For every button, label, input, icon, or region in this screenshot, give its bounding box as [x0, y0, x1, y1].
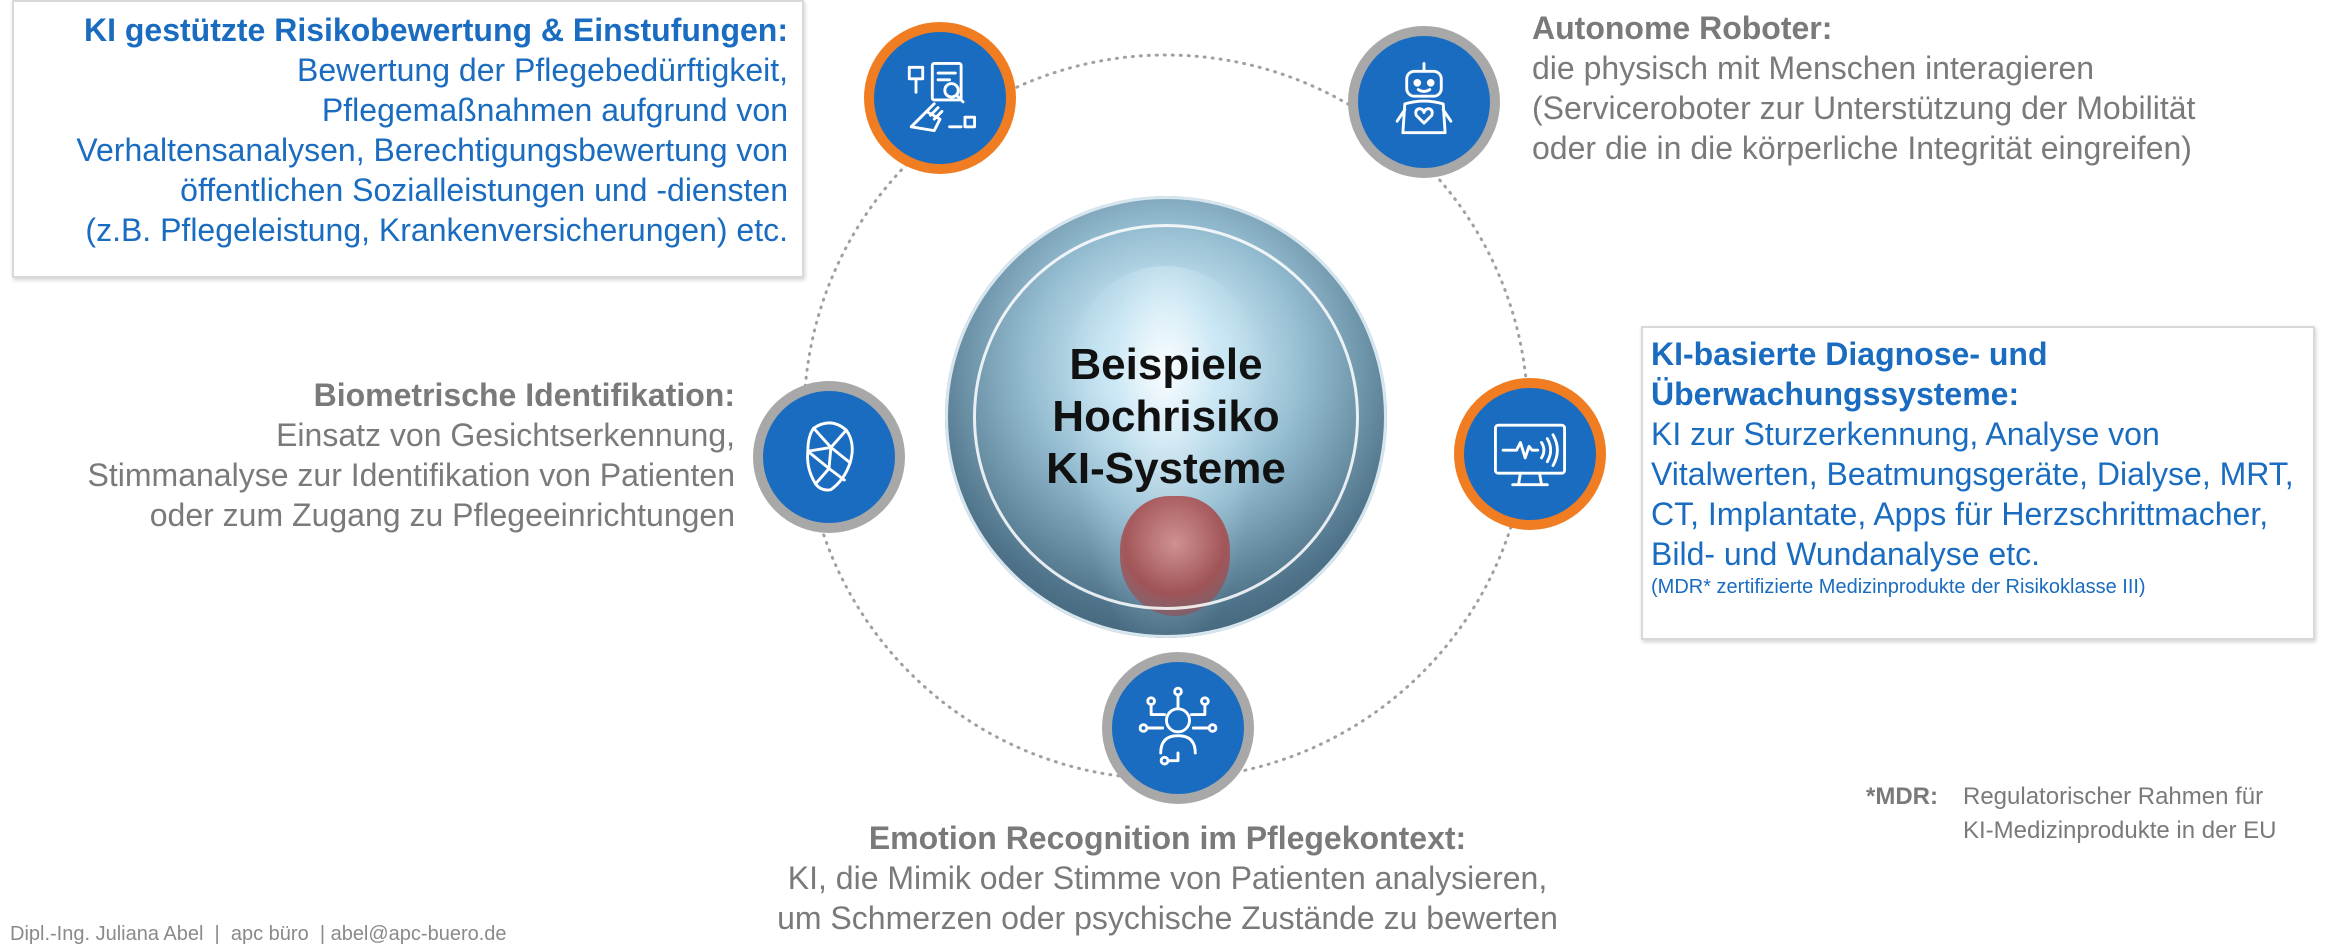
- inner-ring: [973, 224, 1359, 610]
- diagnosis-title: Überwachungssysteme:: [1651, 376, 2020, 412]
- center-title: Beispiele Hochrisiko KI-Systeme: [945, 196, 1387, 638]
- diagnosis-icon-circle: [1454, 378, 1606, 530]
- risk-line: öffentlichen Sozialleistungen und -diens…: [180, 172, 788, 208]
- diagnosis-line: KI zur Sturzerkennung, Analyse von: [1651, 416, 2160, 452]
- robots-line: oder die in die körperliche Integrität e…: [1532, 130, 2192, 166]
- robots-line: (Serviceroboter zur Unterstützung der Mo…: [1532, 90, 2196, 126]
- emotion-text: Emotion Recognition im Pflegekontext: KI…: [700, 818, 1635, 938]
- person-network-icon: [1138, 686, 1218, 766]
- emotion-icon-circle: [1102, 652, 1254, 804]
- footnote-key: *MDR:: [1866, 783, 1938, 810]
- center-title-line3: KI-Systeme: [1046, 444, 1286, 493]
- robots-icon-circle: [1348, 26, 1500, 178]
- risk-line: Pflegemaßnahmen aufgrund von: [321, 92, 788, 128]
- center-title-line2: Hochrisiko: [1052, 392, 1280, 441]
- risk-line: Verhaltensanalysen, Berechtigungsbewertu…: [76, 132, 788, 168]
- biometric-line: Stimmanalyse zur Identifikation von Pati…: [87, 457, 735, 493]
- diagnosis-line: CT, Implantate, Apps für Herzschrittmach…: [1651, 496, 2269, 532]
- risk-icon-circle: [864, 22, 1016, 174]
- emotion-title: Emotion Recognition im Pflegekontext:: [868, 820, 1467, 856]
- diagnosis-box: KI-basierte Diagnose- und Überwachungssy…: [1641, 326, 2315, 640]
- face-mesh-icon: [806, 421, 854, 492]
- diagnosis-title: KI-basierte Diagnose- und: [1651, 336, 2048, 372]
- biometric-title: Biometrische Identifikation:: [313, 377, 735, 413]
- emotion-line: KI, die Mimik oder Stimme von Patienten …: [787, 860, 1548, 896]
- monitor-heartbeat-icon: [1494, 423, 1566, 487]
- credit-line: Dipl.-Ing. Juliana Abel | apc büro | abe…: [10, 923, 507, 945]
- document-magnifier-hand-icon: [907, 62, 976, 133]
- diagnosis-line: Vitalwerten, Beatmungsgeräte, Dialyse, M…: [1651, 456, 2294, 492]
- center-image: Beispiele Hochrisiko KI-Systeme: [945, 196, 1387, 638]
- footnote-line: KI-Medizinprodukte in der EU: [1963, 817, 2277, 844]
- biometric-line: oder zum Zugang zu Pflegeeinrichtungen: [149, 497, 735, 533]
- biometric-text: Biometrische Identifikation: Einsatz von…: [20, 375, 735, 535]
- robots-text: Autonome Roboter: die physisch mit Mensc…: [1532, 8, 2272, 168]
- risk-line: Bewertung der Pflegebedürftigkeit,: [297, 52, 788, 88]
- robots-title: Autonome Roboter:: [1532, 10, 1833, 46]
- robots-line: die physisch mit Menschen interagieren: [1532, 50, 2095, 86]
- risk-title: KI gestützte Risikobewertung & Einstufun…: [83, 12, 788, 48]
- biometric-line: Einsatz von Gesichtserkennung,: [276, 417, 735, 453]
- emotion-line: um Schmerzen oder psychische Zustände zu…: [777, 900, 1558, 936]
- diagnosis-note: (MDR* zertifizierte Medizinprodukte der …: [1651, 576, 2146, 598]
- footnote-line: Regulatorischer Rahmen für: [1963, 783, 2264, 810]
- robot-heart-icon: [1395, 62, 1453, 135]
- biometric-icon-circle: [753, 381, 905, 533]
- risk-box: KI gestützte Risikobewertung & Einstufun…: [12, 0, 804, 278]
- diagnosis-line: Bild- und Wundanalyse etc.: [1651, 536, 2040, 572]
- risk-line: (z.B. Pflegeleistung, Krankenversicherun…: [85, 212, 788, 248]
- center-title-line1: Beispiele: [1069, 340, 1263, 389]
